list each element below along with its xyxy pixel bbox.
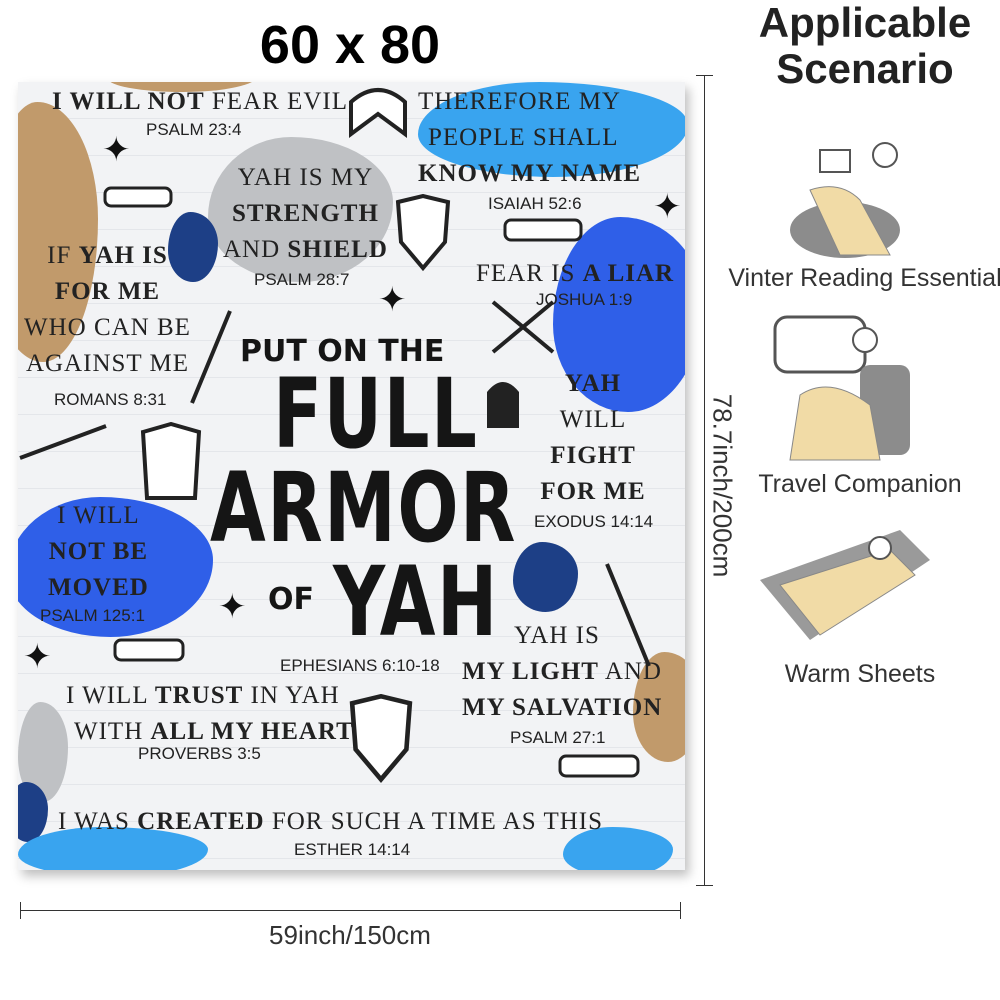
crossed-swords-icon [491,300,555,354]
dimension-tick [696,885,713,886]
reading-chair-icon [790,142,900,258]
sky-blob [563,827,673,870]
tan-blob [633,652,685,762]
verse-text: FEAR IS A LIAR [476,260,675,287]
dimension-tick [20,902,21,919]
height-label: 78.7inch/200cm [707,393,738,578]
verse-ref: PSALM 28:7 [254,270,350,289]
blue-blob [553,217,685,412]
verse-ref: PROVERBS 3:5 [138,744,261,763]
sparkle-icon: ✦ [102,132,131,169]
dimension-tick [680,902,681,919]
navy-blob [513,542,578,612]
tan-blob [108,82,258,92]
verse-ref: ESTHER 14:14 [294,840,411,859]
scenario-caption: Travel Companion [758,470,962,498]
sky-blob [18,827,208,870]
dimension-tick [696,75,713,76]
verse-text: I WILL NOT FEAR EVIL [52,88,348,115]
headline-put-on-the: PUT ON THE [240,334,445,369]
navy-blob [168,212,218,282]
verse-ref: EPHESIANS 6:10-18 [280,656,440,675]
verse-text: I WILL TRUST IN YAH WITH ALL MY HEART [66,682,354,745]
verse-ref: ISAIAH 52:6 [488,194,582,213]
verse-ref: PSALM 125:1 [40,606,145,625]
verse-text: YAH IS [514,622,600,649]
scenario-caption: Warm Sheets [784,660,936,688]
blue-blob [18,497,213,637]
gray-blob [208,137,393,282]
verse-ref: EXODUS 14:14 [534,512,654,531]
shield-icon [349,694,413,783]
headline-full: FULL [273,358,479,470]
size-title: 60 x 80 [259,15,441,75]
belt-icon [103,186,173,208]
helmet-icon [487,382,519,428]
bed-icon [760,530,930,640]
sparkle-icon: ✦ [378,282,407,319]
armor-icon [140,422,202,500]
helmet-icon [349,88,407,138]
height-dimension-line [704,75,705,885]
verse-ref: JOSHUA 1:9 [536,290,633,309]
sword-icon [190,310,232,404]
headline-yah: YAH [333,546,499,658]
belt-icon [503,218,583,242]
headline-armor: ARMOR [210,452,517,564]
width-dimension-line [20,910,680,911]
verse-ref: PSALM 23:4 [146,120,242,139]
blanket-image: I WILL NOT FEAR EVIL PSALM 23:4 THEREFOR… [18,82,685,870]
verse-ref: ROMANS 8:31 [54,390,167,409]
sword-icon [605,563,651,667]
belt-icon [558,754,640,778]
sparkle-icon: ✦ [23,639,52,676]
width-label: 59inch/150cm [269,920,431,950]
airplane-seat-icon [773,315,910,461]
verse-ref: PSALM 27:1 [510,728,606,747]
shield-icon [395,194,451,272]
sword-icon [19,424,107,460]
headline-of: OF [268,582,314,617]
scenario-caption: Vinter Reading Essential [728,264,1000,292]
sparkle-icon: ✦ [653,189,682,226]
sparkle-icon: ✦ [218,589,247,626]
belt-icon [113,638,185,662]
verse-text: I WAS CREATED FOR SUCH A TIME AS THIS [58,808,604,835]
sky-blob [418,82,685,177]
